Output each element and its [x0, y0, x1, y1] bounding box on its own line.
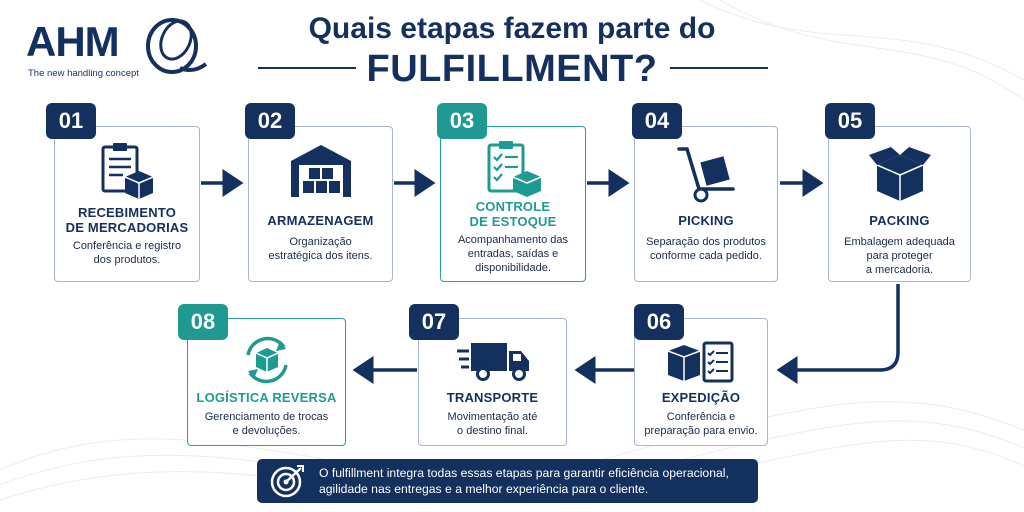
page-title-line2: FULFILLMENT?	[366, 48, 658, 90]
step-title: TRANSPORTE	[446, 390, 539, 405]
return-cycle-icon	[245, 336, 288, 384]
logo-tagline: The new handling concept	[28, 68, 139, 79]
step-badge-01: 01	[46, 103, 96, 139]
step-title: LOGÍSTICA REVERSA	[196, 390, 337, 405]
step-description: Gerenciamento de trocas e devoluções.	[204, 411, 329, 437]
step-title: EXPEDIÇÃO	[661, 390, 741, 405]
step-title: PICKING	[678, 213, 734, 228]
step-card-02: ARMAZENAGEM Organização estratégica dos …	[248, 126, 393, 282]
title-divider-left	[258, 67, 356, 69]
hand-truck-icon	[677, 147, 735, 203]
truck-icon	[456, 343, 529, 381]
step-description: Organização estratégica dos itens.	[268, 236, 373, 262]
step-card-01: RECEBIMENTO DE MERCADORIAS Conferência e…	[54, 126, 200, 282]
target-icon	[270, 465, 304, 498]
clipboard-box-icon	[101, 143, 154, 199]
warehouse-icon	[290, 145, 351, 197]
step-badge-05: 05	[825, 103, 875, 139]
step-title: ARMAZENAGEM	[267, 213, 374, 228]
step-card-05: PACKING Embalagem adequada para proteger…	[828, 126, 971, 282]
step-badge-06: 06	[634, 304, 684, 340]
inventory-checklist-icon	[487, 141, 542, 197]
step-title: PACKING	[869, 213, 930, 228]
summary-text: O fulfillment integra todas essas etapas…	[319, 466, 729, 496]
step-badge-03: 03	[437, 103, 487, 139]
step-description: Embalagem adequada para proteger a merca…	[844, 236, 955, 276]
step-description: Movimentação até o destino final.	[447, 411, 538, 437]
step-badge-07: 07	[409, 304, 459, 340]
step-card-04: PICKING Separação dos produtos conforme …	[634, 126, 778, 282]
logo-ring-icon	[146, 18, 208, 74]
step-description: Conferência e registro dos produtos.	[72, 240, 182, 266]
page-title-line1: Quais etapas fazem parte do	[308, 12, 716, 45]
step-description: Conferência e preparação para envio.	[644, 411, 758, 437]
step-card-03: CONTROLE DE ESTOQUE Acompanhamento das e…	[440, 126, 586, 282]
step-badge-04: 04	[632, 103, 682, 139]
step-description: Separação dos produtos conforme cada ped…	[646, 236, 766, 262]
step-card-06: EXPEDIÇÃO Conferência e preparação para …	[634, 318, 768, 446]
step-badge-02: 02	[245, 103, 295, 139]
step-description: Acompanhamento das entradas, saídas e di…	[457, 234, 569, 274]
step-title: RECEBIMENTO DE MERCADORIAS	[65, 205, 189, 235]
summary-banner: O fulfillment integra todas essas etapas…	[257, 459, 758, 503]
logo-name: AHM	[26, 18, 120, 65]
boxes-checklist-icon	[667, 341, 734, 383]
step-badge-08: 08	[178, 304, 228, 340]
company-logo: AHM The new handling concept	[26, 12, 208, 79]
open-box-icon	[868, 147, 931, 201]
step-title: CONTROLE DE ESTOQUE	[469, 199, 557, 229]
title-divider-right	[670, 67, 768, 69]
